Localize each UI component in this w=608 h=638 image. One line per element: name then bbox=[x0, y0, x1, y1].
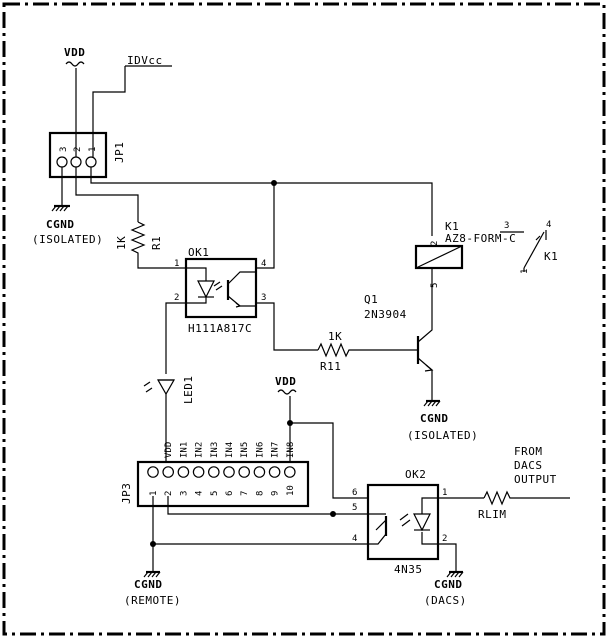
r1-label: R1 bbox=[150, 236, 163, 250]
transistor-q1: Q1 2N3904 bbox=[364, 285, 434, 400]
k1-contact-pin-4: 4 bbox=[546, 220, 551, 230]
ok1-part: H111A817C bbox=[188, 322, 252, 335]
ok1-pin-3: 3 bbox=[261, 293, 266, 303]
jp3-pin-circle bbox=[147, 466, 159, 478]
from-dacs-line3: OUTPUT bbox=[514, 473, 557, 486]
led-led1: LED1 bbox=[143, 376, 195, 405]
resistor-r11: 1K R11 bbox=[317, 330, 418, 373]
q1-part: 2N3904 bbox=[364, 308, 407, 321]
k1-coil-pin-5: 5 bbox=[430, 283, 440, 288]
jp3-pin-circle bbox=[162, 466, 174, 478]
led1-label: LED1 bbox=[182, 376, 195, 405]
jp3-pin-circle bbox=[283, 466, 296, 478]
resistor-rlim: RLIM bbox=[478, 490, 570, 521]
ok1-pin-1: 1 bbox=[174, 259, 179, 269]
vdd-mid-label: VDD bbox=[275, 375, 296, 388]
jp3-signal-label: IN5 bbox=[240, 442, 250, 458]
k1-contact-pin-3: 3 bbox=[504, 221, 509, 231]
cgnd-label-2: CGND bbox=[420, 412, 449, 425]
vdd-top-label: VDD bbox=[64, 46, 85, 59]
jp3-pin-number: 10 bbox=[286, 485, 296, 496]
jp3-signal-label: VDD bbox=[164, 442, 174, 458]
cgnd-remote: CGND (REMOTE) bbox=[124, 570, 181, 607]
jp3-pin-number: 9 bbox=[271, 491, 281, 496]
cgnd-isolated-top: CGND (ISOLATED) bbox=[32, 204, 103, 246]
relay-k1-contacts: 3 4 1 K1 bbox=[500, 220, 558, 274]
ok2-pin-2: 2 bbox=[442, 534, 447, 544]
k1-part: AZ8-FORM-C bbox=[445, 232, 516, 245]
ok2-pin-5: 5 bbox=[352, 503, 357, 513]
jp3-pin-number: 1 bbox=[149, 491, 159, 496]
ok1-pin-4: 4 bbox=[261, 259, 266, 269]
jp3-pin-number: 3 bbox=[179, 491, 189, 496]
jp3-pin-circle bbox=[223, 466, 235, 478]
jp3-pin-number: 6 bbox=[225, 491, 235, 496]
jp1-pin-3: 3 bbox=[59, 147, 69, 152]
jp3-signal-label: IN7 bbox=[271, 442, 281, 458]
jp3-pin-number: 4 bbox=[195, 491, 205, 496]
q1-label: Q1 bbox=[364, 293, 378, 306]
r11-value: 1K bbox=[328, 330, 342, 343]
r1-value: 1K bbox=[115, 236, 128, 250]
jp3-signal-label: IN1 bbox=[179, 442, 189, 458]
jp3-signal-label: IN2 bbox=[195, 442, 205, 458]
r11-label: R11 bbox=[320, 360, 341, 373]
dacs-label: (DACS) bbox=[424, 594, 467, 607]
jp3-signal-label: IN4 bbox=[225, 442, 235, 458]
remote-label: (REMOTE) bbox=[124, 594, 181, 607]
jp1-pin-2: 2 bbox=[73, 147, 83, 152]
ok1-label: OK1 bbox=[188, 246, 209, 259]
jp3-pin-circle bbox=[192, 466, 205, 478]
ok2-pin-1: 1 bbox=[442, 488, 447, 498]
cgnd-label-4: CGND bbox=[434, 578, 463, 591]
relay-k1-coil: K1 AZ8-FORM-C 2 5 bbox=[414, 220, 516, 288]
jp3-pin-number: 8 bbox=[255, 491, 265, 496]
isolated-label-1: (ISOLATED) bbox=[32, 233, 103, 246]
jp3-pin-number: 5 bbox=[210, 491, 220, 496]
jp3-signal-label: IN3 bbox=[210, 442, 220, 458]
ok2-label: OK2 bbox=[405, 468, 426, 481]
k1-contact-pin-1: 1 bbox=[520, 269, 530, 274]
idvcc-label: IDVcc bbox=[127, 54, 163, 67]
rlim-label: RLIM bbox=[478, 508, 507, 521]
k1-label: K1 bbox=[445, 220, 459, 233]
ok2-pin-4: 4 bbox=[352, 534, 357, 544]
jp3-pin-circle bbox=[238, 466, 250, 478]
jp3-pin-number: 2 bbox=[164, 491, 174, 496]
jp1-label: JP1 bbox=[113, 142, 126, 163]
ok2-part: 4N35 bbox=[394, 563, 423, 576]
isolated-label-2: (ISOLATED) bbox=[407, 429, 478, 442]
ok2-pin-6: 6 bbox=[352, 488, 357, 498]
jp3-pin-circle bbox=[208, 466, 220, 478]
jp3-pin-circle bbox=[268, 466, 281, 478]
jp3-signal-label: IN8 bbox=[286, 442, 296, 458]
k1-coil-pin-2: 2 bbox=[430, 241, 440, 246]
cgnd-label-3: CGND bbox=[134, 578, 163, 591]
jp3-pin-number: 7 bbox=[240, 491, 250, 496]
from-dacs-line2: DACS bbox=[514, 459, 543, 472]
cgnd-isolated-q1: CGND (ISOLATED) bbox=[407, 399, 478, 442]
optocoupler-ok1: OK1 1 2 3 4 H111A817C bbox=[174, 246, 266, 335]
vdd-top-symbol: VDD bbox=[64, 46, 85, 67]
cgnd-label-1: CGND bbox=[46, 218, 75, 231]
resistor-r1: 1K R1 bbox=[115, 221, 186, 269]
cgnd-dacs: CGND (DACS) bbox=[424, 570, 467, 607]
k1-switch-label: K1 bbox=[544, 250, 558, 263]
optocoupler-ok2: OK2 6 5 4 1 2 4N35 bbox=[352, 468, 447, 576]
vdd-mid-symbol: VDD bbox=[275, 375, 297, 395]
from-dacs-line1: FROM bbox=[514, 445, 543, 458]
ok1-pin-2: 2 bbox=[174, 293, 179, 303]
jp3-signal-label: IN6 bbox=[255, 442, 265, 458]
jp3-pin-circle bbox=[253, 466, 266, 478]
jp3-label: JP3 bbox=[120, 483, 133, 504]
jp3-pin-circle bbox=[177, 466, 190, 478]
